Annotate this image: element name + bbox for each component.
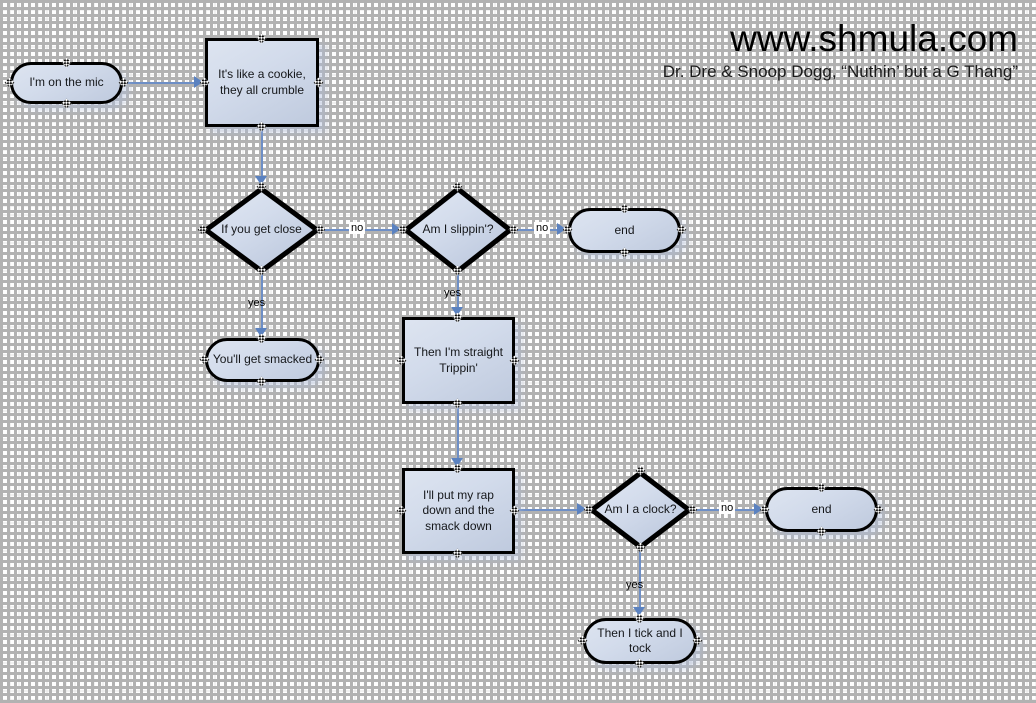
edge-label-getclose-no: no [349,222,366,234]
node-trippin-label: Then I'm straight Trippin' [414,345,503,375]
edge-label-slippin-no: no [534,222,551,234]
node-cookie[interactable]: It's like a cookie, they all crumble [205,38,319,127]
connector-trippin-to-rapdown [457,404,459,458]
node-am-i-a-clock[interactable]: Am I a clock? [589,470,692,550]
edge-label-clock-yes: yes [626,579,644,591]
connector-start-to-cookie [123,82,195,84]
node-end-1[interactable]: end [568,208,681,253]
node-get-close[interactable]: If you get close [203,186,320,274]
node-am-i-slippin[interactable]: Am I slippin'? [403,186,513,274]
node-end-2[interactable]: end [765,487,878,532]
title-subtitle: Dr. Dre & Snoop Dogg, “Nuthin’ but a G T… [662,61,1018,81]
node-trippin[interactable]: Then I'm straight Trippin' [402,317,515,404]
node-start-label: I'm on the mic [29,75,104,90]
node-tick-tock-label: Then I tick and I tock [597,625,683,655]
node-smacked[interactable]: You'll get smacked [205,338,320,382]
node-am-i-a-clock-label: Am I a clock? [604,502,677,517]
connector-cookie-to-getclose [261,127,263,177]
node-cookie-label: It's like a cookie, they all crumble [218,67,306,97]
node-smacked-label: You'll get smacked [212,352,313,367]
edge-label-clock-no: no [719,502,736,514]
connector-rapdown-to-clock [515,509,578,511]
node-tick-tock[interactable]: Then I tick and I tock [583,618,697,664]
edge-label-slippin-yes: yes [444,287,462,299]
node-end-2-label: end [811,501,832,516]
node-rap-down-label: I'll put my rap down and the smack down [422,487,495,533]
node-end-1-label: end [614,222,635,237]
node-get-close-label: If you get close [221,222,302,237]
site-title: www.shmula.com [730,18,1018,59]
node-rap-down[interactable]: I'll put my rap down and the smack down [402,468,515,554]
title-block: www.shmula.com Dr. Dre & Snoop Dogg, “Nu… [662,18,1018,82]
edge-label-getclose-yes: yes [248,297,266,309]
node-am-i-slippin-label: Am I slippin'? [422,222,494,237]
